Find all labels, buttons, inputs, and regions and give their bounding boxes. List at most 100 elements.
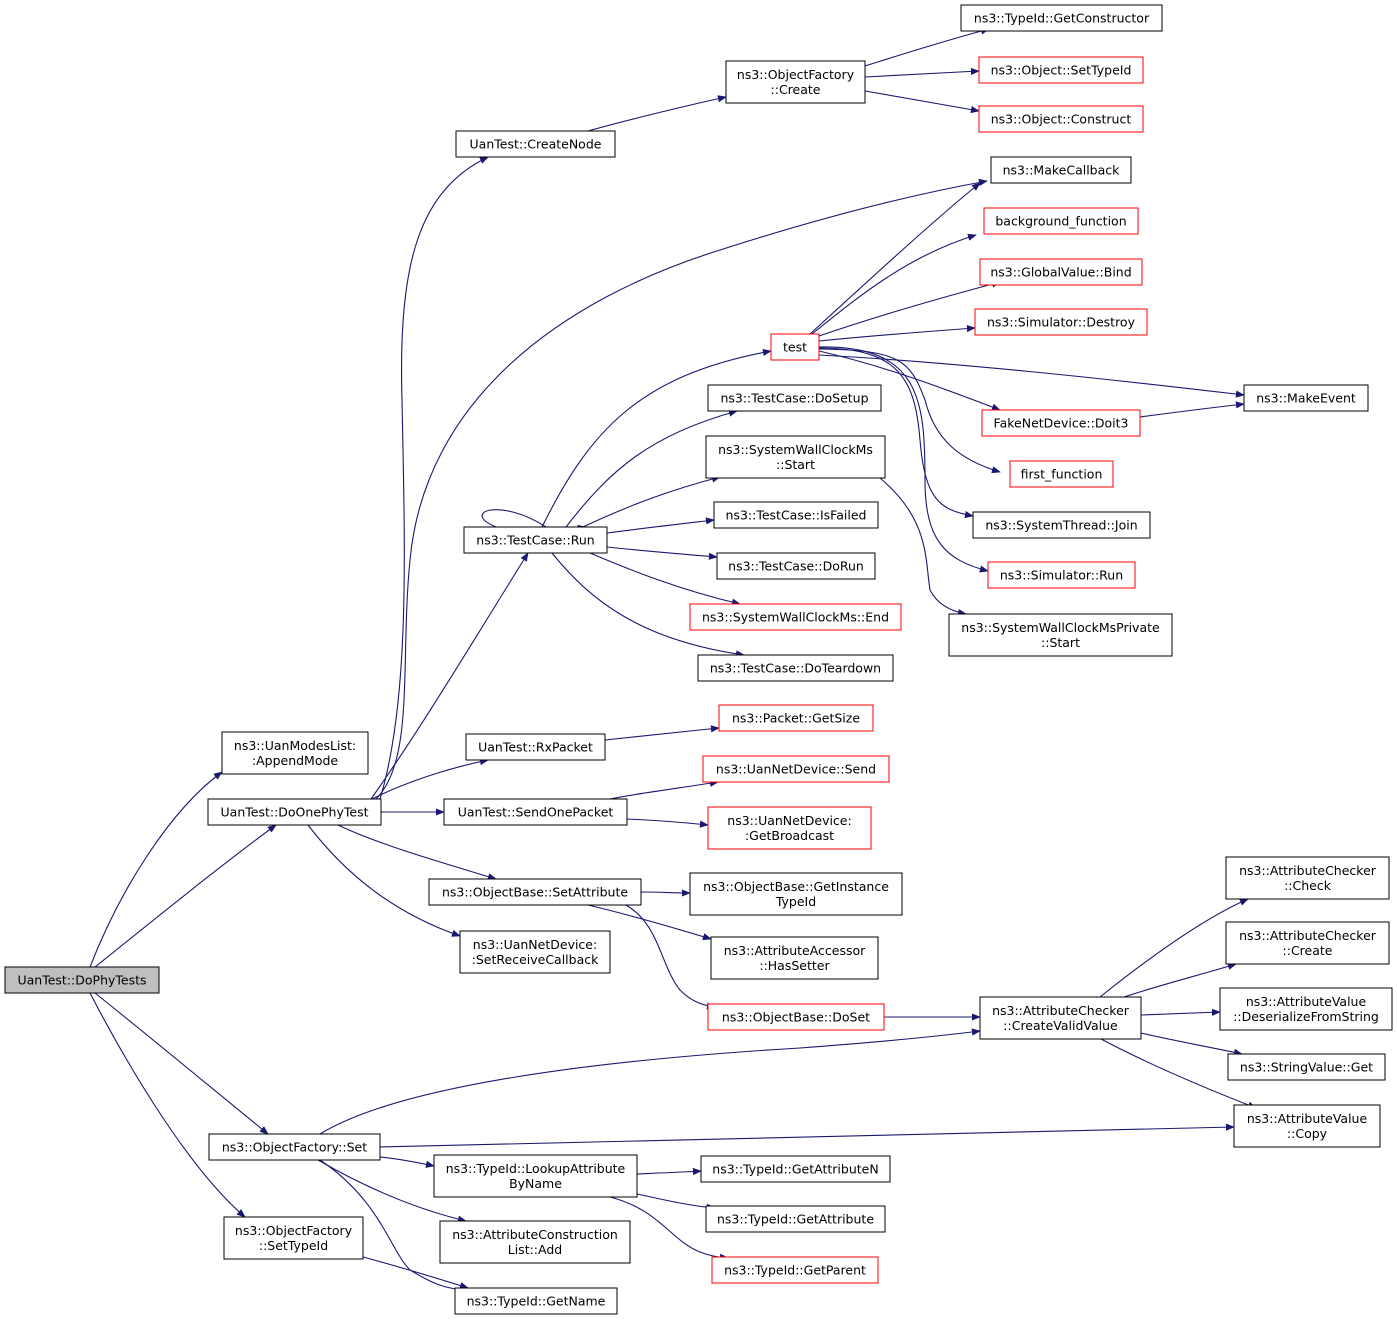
node-n26[interactable]: ns3::SystemWallClockMs::End [689,603,902,631]
node-n2[interactable]: UanTest::DoOnePhyTest [207,798,382,826]
node-n14[interactable]: ns3::GlobalValue::Bind [979,258,1143,286]
node-n41[interactable]: ns3::StringValue::Get [1227,1053,1386,1081]
node-n35[interactable]: ns3::AttributeAccessor::HasSetter [710,936,879,980]
node-n45[interactable]: ns3::TypeId::GetAttributeN [700,1155,891,1183]
edge-n28-n29 [604,725,720,741]
node-label: ns3::MakeEvent [1256,391,1356,406]
node-label: ns3::ObjectBase::SetAttribute [442,885,628,900]
edge-n37-n39 [1123,962,1237,998]
edge-n37-n40 [1140,1008,1221,1016]
node-label: ns3::AttributeChecker [992,1003,1130,1018]
node-label: ::Create [1283,943,1333,958]
edge-n12-n14 [815,280,1001,338]
edge-n37-n38 [1099,898,1249,998]
node-n49[interactable]: ns3::TypeId::GetName [454,1287,618,1315]
node-n11[interactable]: ns3::TestCase::Run [463,526,608,554]
node-label: ns3::ObjectBase::DoSet [722,1010,870,1025]
node-n19[interactable]: ns3::SystemThread::Join [972,511,1151,539]
node-n39[interactable]: ns3::AttributeChecker::Create [1225,921,1390,965]
node-box [974,308,1148,336]
node-label: ns3::SystemWallClockMs [718,442,873,457]
node-label: ns3::ObjectFactory::Set [222,1140,367,1155]
edge-n12-n17 [818,354,1245,398]
node-n24[interactable]: ns3::TestCase::IsFailed [713,501,879,529]
node-n37[interactable]: ns3::AttributeChecker::CreateValidValue [979,996,1142,1040]
node-n23[interactable]: ns3::SystemWallClockMsPrivate::Start [948,613,1173,657]
node-box [439,1220,631,1264]
node-n3[interactable]: ns3::ObjectFactory::Set [208,1133,381,1161]
node-n43[interactable]: ns3::UanNetDevice::SetReceiveCallback [459,930,611,974]
edge-n11-n21 [565,409,738,528]
node-n1[interactable]: ns3::UanModesList::AppendMode [221,731,369,775]
node-n38[interactable]: ns3::AttributeChecker::Check [1225,856,1390,900]
node-label: ::SetTypeId [259,1238,328,1253]
node-n16[interactable]: FakeNetDevice::Doit3 [981,409,1141,437]
node-label: :AppendMode [252,753,339,768]
node-n9[interactable]: ns3::Object::Construct [978,105,1144,133]
node-n47[interactable]: ns3::TypeId::GetParent [711,1256,879,1284]
node-n40[interactable]: ns3::AttributeValue::DeserializeFromStri… [1219,987,1393,1031]
node-label: ns3::ObjectFactory [737,67,855,82]
node-n10[interactable]: ns3::MakeCallback [990,156,1132,184]
node-n17[interactable]: ns3::MakeEvent [1243,384,1369,412]
node-n46[interactable]: ns3::TypeId::GetAttribute [705,1205,886,1233]
node-box [978,56,1144,84]
node-label: ns3::UanNetDevice::Send [716,762,876,777]
node-n15[interactable]: ns3::Simulator::Destroy [974,308,1148,336]
node-box [990,156,1132,184]
node-n0[interactable]: UanTest::DoPhyTests [4,966,160,994]
edge-n5-n6 [587,95,727,132]
node-n4[interactable]: ns3::ObjectFactory::SetTypeId [223,1216,364,1260]
node-label: ns3::Simulator::Destroy [987,315,1136,330]
edge-n11-n12 [541,348,772,528]
node-label: ns3::SystemWallClockMs::End [702,610,889,625]
edge-n11-n27 [551,552,745,658]
node-label: ns3::SystemThread::Join [985,518,1137,533]
node-n32[interactable]: ns3::UanNetDevice::GetBroadcast [707,806,872,850]
node-label: ns3::UanNetDevice: [727,813,851,828]
node-label: ns3::ObjectFactory [235,1223,353,1238]
node-n20[interactable]: ns3::Simulator::Run [987,561,1136,589]
node-n28[interactable]: UanTest::RxPacket [465,733,606,761]
node-label: ns3::TypeId::GetName [467,1294,606,1309]
node-n12[interactable]: test [770,333,820,361]
node-n27[interactable]: ns3::TestCase::DoTeardown [697,654,894,682]
node-n6[interactable]: ns3::ObjectFactory::Create [725,60,866,104]
edge-n2-n10 [375,178,988,800]
edge-n37-n41 [1140,1032,1243,1056]
node-label: List::Add [508,1242,562,1257]
node-label: ns3::AttributeConstruction [452,1227,618,1242]
node-n21[interactable]: ns3::TestCase::DoSetup [707,384,882,412]
node-box [1219,987,1393,1031]
node-box [716,552,876,580]
node-box [979,996,1142,1040]
node-n42[interactable]: ns3::AttributeValue::Copy [1233,1104,1381,1148]
node-n25[interactable]: ns3::TestCase::DoRun [716,552,876,580]
node-n5[interactable]: UanTest::CreateNode [455,130,616,158]
node-n36[interactable]: ns3::ObjectBase::DoSet [707,1003,885,1031]
edge-n12-n19 [818,347,974,519]
node-n18[interactable]: first_function [1009,460,1114,488]
edge-n33-n36 [625,904,716,1010]
node-n31[interactable]: ns3::UanNetDevice::Send [702,755,890,783]
edge-n0-n1 [89,771,223,968]
node-n8[interactable]: ns3::Object::SetTypeId [978,56,1144,84]
node-label: ns3::Simulator::Run [1000,568,1123,583]
node-box [1009,460,1114,488]
node-box [705,435,886,479]
node-n30[interactable]: UanTest::SendOnePacket [443,798,628,826]
edge-n11-n24 [606,517,715,534]
node-label: ByName [509,1176,562,1191]
node-n33[interactable]: ns3::ObjectBase::SetAttribute [428,878,642,906]
edge-n44-n46 [636,1193,716,1211]
node-n7[interactable]: ns3::TypeId::GetConstructor [960,4,1163,32]
node-n22[interactable]: ns3::SystemWallClockMs::Start [705,435,886,479]
edge-n16-n17 [1139,401,1245,418]
node-n13[interactable]: background_function [983,207,1139,235]
node-n29[interactable]: ns3::Packet::GetSize [718,704,874,732]
node-box [443,798,628,826]
